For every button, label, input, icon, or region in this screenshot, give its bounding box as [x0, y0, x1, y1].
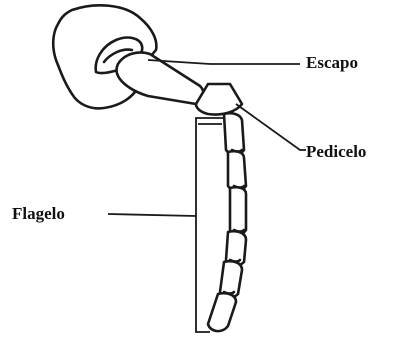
flagellomere [224, 113, 244, 154]
flagellomere [208, 293, 236, 331]
escapo-leader [148, 60, 300, 64]
flagelo-leader [108, 214, 196, 216]
label-flagelo: Flagelo [12, 204, 65, 223]
label-pedicelo: Pedicelo [306, 142, 366, 161]
flagellomere [230, 187, 246, 234]
flagellum [208, 113, 246, 331]
label-escapo: Escapo [306, 53, 358, 72]
pedicelo-leader [236, 104, 306, 150]
flagellomere [228, 151, 246, 190]
